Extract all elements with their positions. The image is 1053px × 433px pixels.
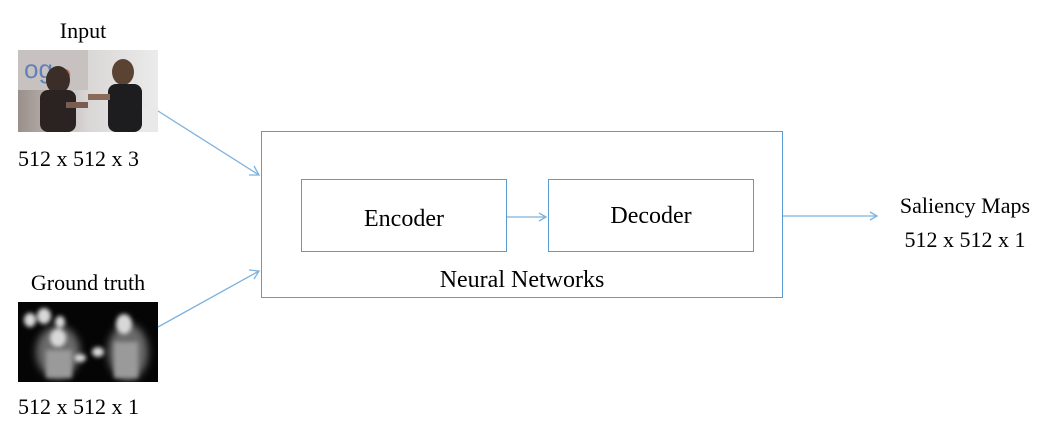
- arrowhead-output: [869, 211, 879, 221]
- decoder-box: Decoder: [548, 179, 754, 252]
- input-dims: 512 x 512 x 3: [18, 146, 139, 171]
- arrowhead-groundtruth: [248, 269, 261, 280]
- ground-truth-dims: 512 x 512 x 1: [18, 394, 139, 419]
- neural-network-box: Neural Networks: [261, 131, 783, 298]
- ground-truth-title: Ground truth: [30, 270, 146, 295]
- ground-truth-image: [18, 302, 158, 382]
- arrow-groundtruth-to-network: [157, 270, 260, 328]
- encoder-box: Encoder: [301, 179, 507, 252]
- output-dims: 512 x 512 x 1: [904, 227, 1026, 252]
- input-photo: og e: [18, 50, 158, 132]
- encoder-label: Encoder: [364, 206, 444, 232]
- decoder-label: Decoder: [610, 203, 692, 229]
- output-title: Saliency Maps: [899, 193, 1031, 218]
- arrowhead-input: [249, 165, 261, 176]
- input-title: Input: [59, 18, 107, 43]
- arrow-input-to-network: [157, 110, 260, 176]
- neural-network-label: Neural Networks: [439, 267, 605, 293]
